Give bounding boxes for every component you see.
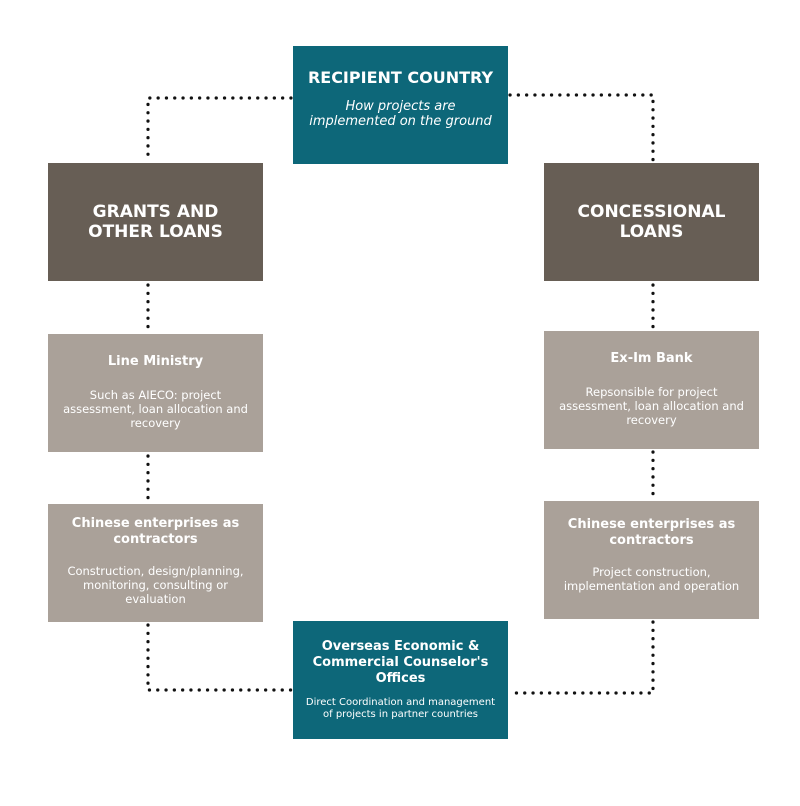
grants-and-other-loans-box: GRANTS AND OTHER LOANS bbox=[48, 163, 263, 281]
line-ministry-title: Line Ministry bbox=[107, 354, 204, 369]
recipient-country-box: RECIPIENT COUNTRY How projects are imple… bbox=[293, 46, 508, 164]
counselor-offices-box: Overseas Economic & Commercial Counselor… bbox=[293, 621, 508, 739]
exim-bank-title: Ex-Im Bank bbox=[610, 351, 693, 366]
recipient-country-subtitle: How projects are implemented on the grou… bbox=[309, 99, 492, 129]
connector-chinese-left-to-counselor bbox=[146, 623, 293, 692]
connector-chinese-right-to-counselor bbox=[508, 620, 655, 695]
concessional-loans-title: CONCESSIONAL LOANS bbox=[577, 202, 726, 242]
connector-recipient-to-grants bbox=[146, 96, 293, 162]
counselor-offices-description: Direct Coordination and management of pr… bbox=[305, 697, 496, 720]
recipient-country-title: RECIPIENT COUNTRY bbox=[307, 68, 494, 87]
concessional-loans-box: CONCESSIONAL LOANS bbox=[544, 163, 759, 281]
grants-and-other-loans-title: GRANTS AND OTHER LOANS bbox=[88, 202, 223, 242]
exim-bank-description: Repsonsible for project assessment, loan… bbox=[559, 385, 744, 427]
chinese-enterprises-concessional-box: Chinese enterprises as contractors Proje… bbox=[544, 501, 759, 619]
line-ministry-box: Line Ministry Such as AIECO: project ass… bbox=[48, 334, 263, 452]
chinese-enterprises-grants-box: Chinese enterprises as contractors Const… bbox=[48, 504, 263, 622]
chinese-enterprises-concessional-description: Project construction, implementation and… bbox=[563, 565, 740, 593]
exim-bank-box: Ex-Im Bank Repsonsible for project asses… bbox=[544, 331, 759, 449]
chinese-enterprises-grants-title: Chinese enterprises as contractors bbox=[71, 516, 240, 547]
chinese-enterprises-concessional-title: Chinese enterprises as contractors bbox=[567, 517, 736, 548]
chinese-enterprises-grants-description: Construction, design/planning, monitorin… bbox=[67, 564, 244, 606]
counselor-offices-title: Overseas Economic & Commercial Counselor… bbox=[312, 639, 489, 686]
line-ministry-description: Such as AIECO: project assessment, loan … bbox=[63, 388, 248, 430]
connector-recipient-to-concessional bbox=[508, 93, 655, 162]
